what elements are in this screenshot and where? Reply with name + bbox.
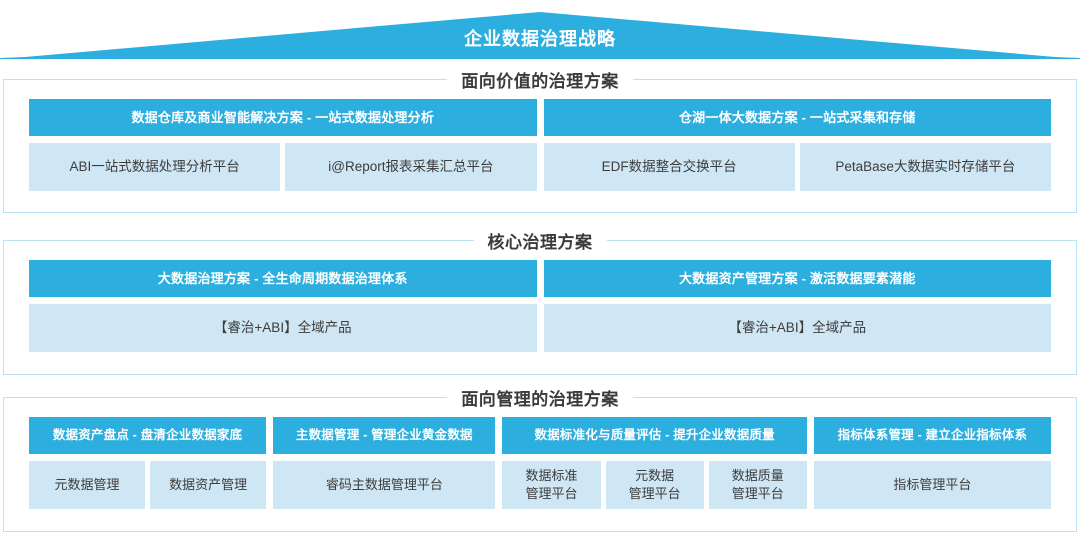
section-management-oriented: 面向管理的治理方案 数据资产盘点 - 盘清企业数据家底 元数据管理 数据资产管理… [3, 385, 1077, 532]
group-items-data-asset-management: 【睿治+ABI】全域产品 [543, 304, 1051, 352]
section-2-body: 大数据治理方案 - 全生命周期数据治理体系 【睿治+ABI】全域产品 大数据资产… [4, 241, 1076, 374]
group-header-master-data-management[interactable]: 主数据管理 - 管理企业黄金数据 [273, 417, 496, 454]
section-1-body: 数据仓库及商业智能解决方案 - 一站式数据处理分析 ABI一站式数据处理分析平台… [4, 80, 1076, 213]
group-lakehouse-bigdata[interactable]: 仓湖一体大数据方案 - 一站式采集和存储 EDF数据整合交换平台 PetaBas… [543, 99, 1051, 191]
section-3-body: 数据资产盘点 - 盘清企业数据家底 元数据管理 数据资产管理 主数据管理 - 管… [4, 398, 1076, 531]
section-core-governance: 核心治理方案 大数据治理方案 - 全生命周期数据治理体系 【睿治+ABI】全域产… [3, 228, 1077, 375]
group-indicator-system-management[interactable]: 指标体系管理 - 建立企业指标体系 指标管理平台 [813, 417, 1051, 509]
group-items-data-standardization-quality: 数据标准 管理平台 元数据 管理平台 数据质量 管理平台 [502, 461, 807, 509]
group-bigdata-governance[interactable]: 大数据治理方案 - 全生命周期数据治理体系 【睿治+ABI】全域产品 [29, 260, 537, 352]
group-data-asset-management[interactable]: 大数据资产管理方案 - 激活数据要素潜能 【睿治+ABI】全域产品 [543, 260, 1051, 352]
item-ruizhi-abi-suite-left[interactable]: 【睿治+ABI】全域产品 [29, 304, 537, 352]
item-ruizhi-abi-suite-right[interactable]: 【睿治+ABI】全域产品 [543, 304, 1051, 352]
group-header-bigdata-governance[interactable]: 大数据治理方案 - 全生命周期数据治理体系 [29, 260, 537, 297]
group-header-indicator-system-management[interactable]: 指标体系管理 - 建立企业指标体系 [813, 417, 1051, 454]
item-metadata-platform[interactable]: 元数据 管理平台 [605, 461, 704, 509]
item-data-standard-platform[interactable]: 数据标准 管理平台 [502, 461, 601, 509]
group-items-master-data-management: 睿码主数据管理平台 [273, 461, 496, 509]
item-data-quality-platform[interactable]: 数据质量 管理平台 [708, 461, 807, 509]
group-header-data-asset-management[interactable]: 大数据资产管理方案 - 激活数据要素潜能 [543, 260, 1051, 297]
group-items-lakehouse-bigdata: EDF数据整合交换平台 PetaBase大数据实时存储平台 [543, 143, 1051, 191]
group-header-data-standardization-quality[interactable]: 数据标准化与质量评估 - 提升企业数据质量 [502, 417, 807, 454]
banner-triangle-shape [0, 12, 1080, 59]
group-data-standardization-quality[interactable]: 数据标准化与质量评估 - 提升企业数据质量 数据标准 管理平台 元数据 管理平台… [502, 417, 807, 509]
banner-title: 企业数据治理战略 [464, 29, 616, 49]
item-metadata-management[interactable]: 元数据管理 [29, 461, 146, 509]
group-data-warehouse-bi[interactable]: 数据仓库及商业智能解决方案 - 一站式数据处理分析 ABI一站式数据处理分析平台… [29, 99, 537, 191]
strategy-banner: 企业数据治理战略 [0, 0, 1080, 60]
group-header-lakehouse-bigdata[interactable]: 仓湖一体大数据方案 - 一站式采集和存储 [543, 99, 1051, 136]
item-ruima-mdm-platform[interactable]: 睿码主数据管理平台 [273, 461, 496, 509]
group-header-data-warehouse-bi[interactable]: 数据仓库及商业智能解决方案 - 一站式数据处理分析 [29, 99, 537, 136]
group-header-data-asset-inventory[interactable]: 数据资产盘点 - 盘清企业数据家底 [29, 417, 267, 454]
section-value-oriented: 面向价值的治理方案 数据仓库及商业智能解决方案 - 一站式数据处理分析 ABI一… [3, 67, 1077, 213]
group-master-data-management[interactable]: 主数据管理 - 管理企业黄金数据 睿码主数据管理平台 [273, 417, 496, 509]
group-data-asset-inventory[interactable]: 数据资产盘点 - 盘清企业数据家底 元数据管理 数据资产管理 [29, 417, 267, 509]
item-data-asset-management[interactable]: 数据资产管理 [150, 461, 267, 509]
item-abi-platform[interactable]: ABI一站式数据处理分析平台 [29, 143, 281, 191]
item-edf-platform[interactable]: EDF数据整合交换平台 [543, 143, 795, 191]
item-indicator-management-platform[interactable]: 指标管理平台 [813, 461, 1051, 509]
group-items-bigdata-governance: 【睿治+ABI】全域产品 [29, 304, 537, 352]
group-items-indicator-system-management: 指标管理平台 [813, 461, 1051, 509]
item-petabase-platform[interactable]: PetaBase大数据实时存储平台 [799, 143, 1051, 191]
group-items-data-asset-inventory: 元数据管理 数据资产管理 [29, 461, 267, 509]
item-ireport-platform[interactable]: i@Report报表采集汇总平台 [285, 143, 537, 191]
group-items-data-warehouse-bi: ABI一站式数据处理分析平台 i@Report报表采集汇总平台 [29, 143, 537, 191]
